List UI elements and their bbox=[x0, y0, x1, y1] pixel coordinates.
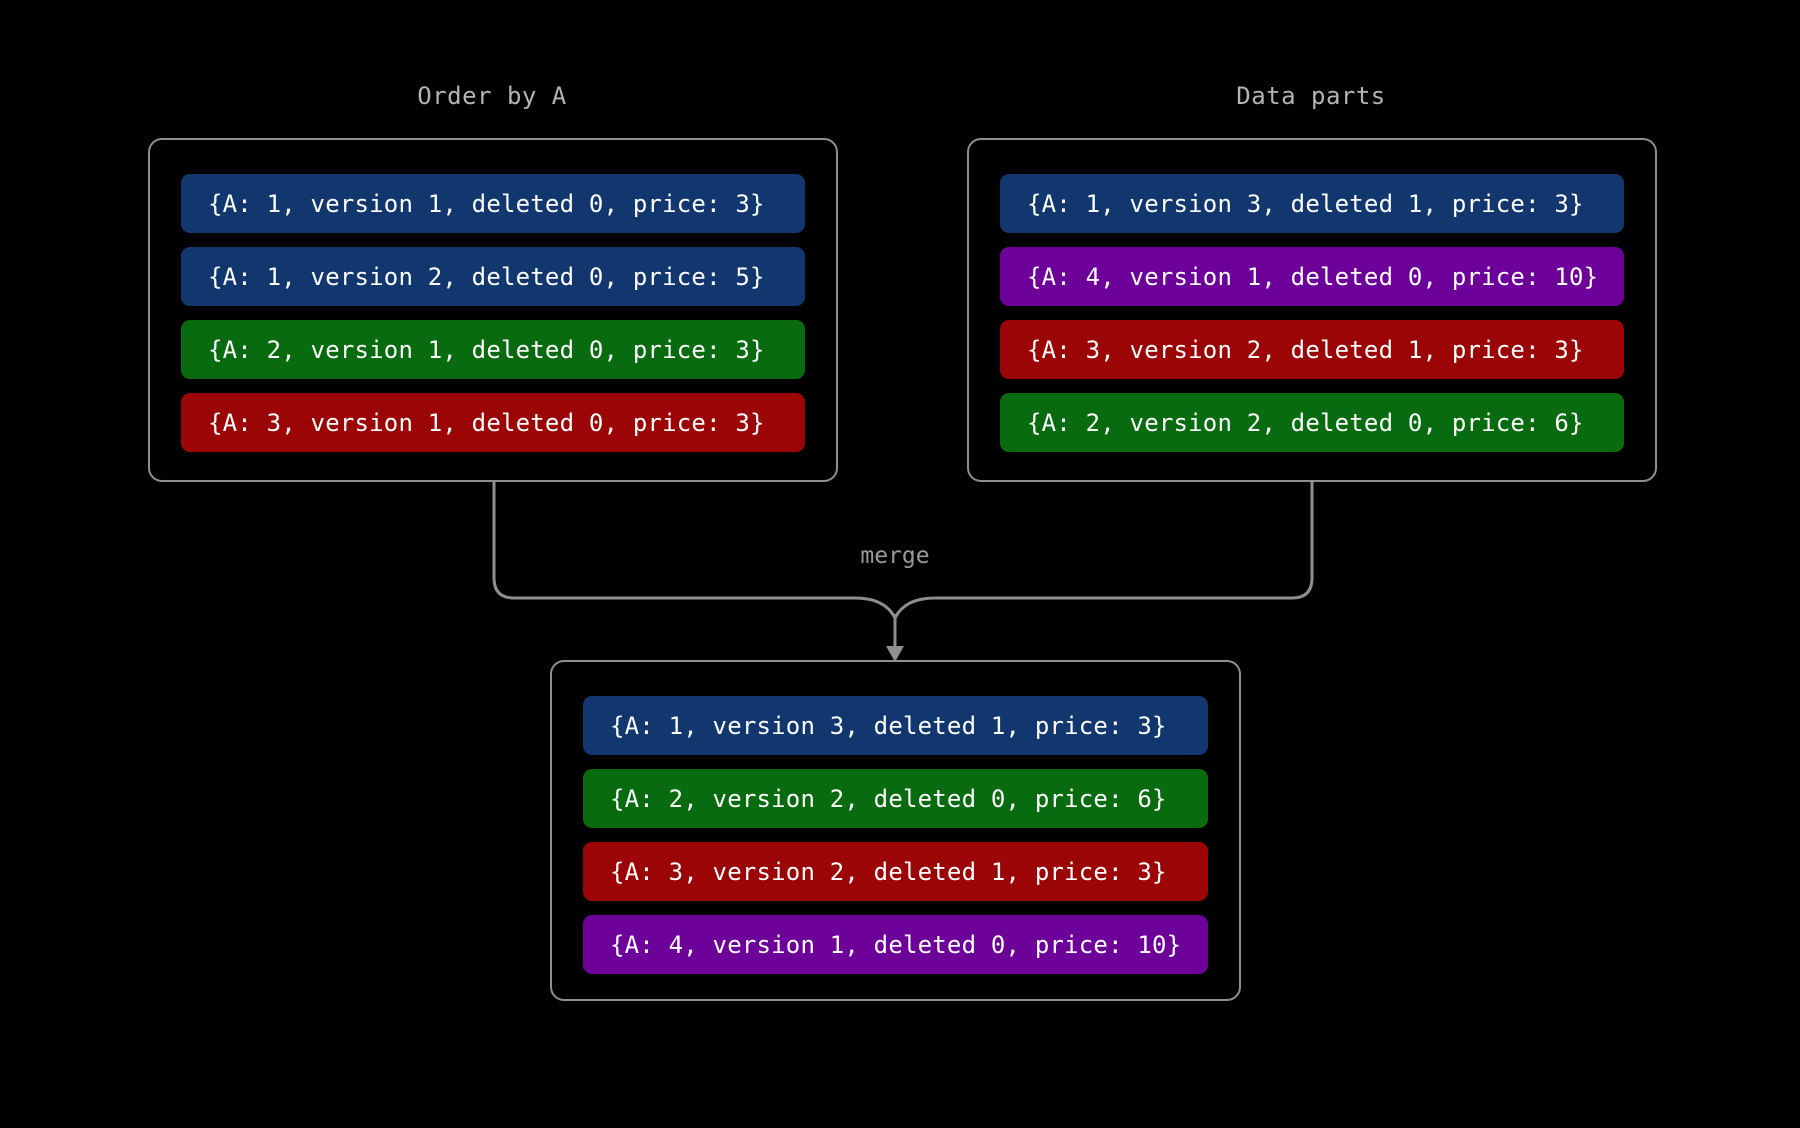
panel-title-data-parts: Data parts bbox=[1236, 82, 1386, 110]
row-label: {A: 1, version 2, deleted 0, price: 5} bbox=[208, 262, 765, 291]
row-label: {A: 1, version 3, deleted 1, price: 3} bbox=[1027, 189, 1584, 218]
list-item: {A: 1, version 2, deleted 0, price: 5} bbox=[181, 247, 805, 306]
row-label: {A: 2, version 1, deleted 0, price: 3} bbox=[208, 335, 765, 364]
list-item: {A: 4, version 1, deleted 0, price: 10} bbox=[583, 915, 1208, 974]
panel-merged-result: {A: 1, version 3, deleted 1, price: 3} {… bbox=[550, 660, 1241, 1001]
list-item: {A: 2, version 2, deleted 0, price: 6} bbox=[583, 769, 1208, 828]
row-label: {A: 4, version 1, deleted 0, price: 10} bbox=[1027, 262, 1599, 291]
merge-label: merge bbox=[860, 543, 930, 569]
row-list-merged-result: {A: 1, version 3, deleted 1, price: 3} {… bbox=[583, 696, 1208, 974]
row-label: {A: 3, version 2, deleted 1, price: 3} bbox=[610, 857, 1167, 886]
row-label: {A: 3, version 1, deleted 0, price: 3} bbox=[208, 408, 765, 437]
list-item: {A: 3, version 2, deleted 1, price: 3} bbox=[583, 842, 1208, 901]
connector-left bbox=[492, 482, 897, 619]
list-item: {A: 2, version 1, deleted 0, price: 3} bbox=[181, 320, 805, 379]
list-item: {A: 3, version 2, deleted 1, price: 3} bbox=[1000, 320, 1624, 379]
row-label: {A: 1, version 1, deleted 0, price: 3} bbox=[208, 189, 765, 218]
connector-right bbox=[893, 482, 1314, 619]
list-item: {A: 3, version 1, deleted 0, price: 3} bbox=[181, 393, 805, 452]
panel-order-by-a: {A: 1, version 1, deleted 0, price: 3} {… bbox=[148, 138, 838, 482]
list-item: {A: 2, version 2, deleted 0, price: 6} bbox=[1000, 393, 1624, 452]
panel-title-order-by-a: Order by A bbox=[417, 82, 567, 110]
row-label: {A: 1, version 3, deleted 1, price: 3} bbox=[610, 711, 1167, 740]
row-list-order-by-a: {A: 1, version 1, deleted 0, price: 3} {… bbox=[181, 174, 805, 452]
panel-data-parts: {A: 1, version 3, deleted 1, price: 3} {… bbox=[967, 138, 1657, 482]
list-item: {A: 1, version 3, deleted 1, price: 3} bbox=[1000, 174, 1624, 233]
row-list-data-parts: {A: 1, version 3, deleted 1, price: 3} {… bbox=[1000, 174, 1624, 452]
row-label: {A: 2, version 2, deleted 0, price: 6} bbox=[1027, 408, 1584, 437]
row-label: {A: 2, version 2, deleted 0, price: 6} bbox=[610, 784, 1167, 813]
row-label: {A: 3, version 2, deleted 1, price: 3} bbox=[1027, 335, 1584, 364]
list-item: {A: 4, version 1, deleted 0, price: 10} bbox=[1000, 247, 1624, 306]
list-item: {A: 1, version 3, deleted 1, price: 3} bbox=[583, 696, 1208, 755]
row-label: {A: 4, version 1, deleted 0, price: 10} bbox=[610, 930, 1182, 959]
list-item: {A: 1, version 1, deleted 0, price: 3} bbox=[181, 174, 805, 233]
